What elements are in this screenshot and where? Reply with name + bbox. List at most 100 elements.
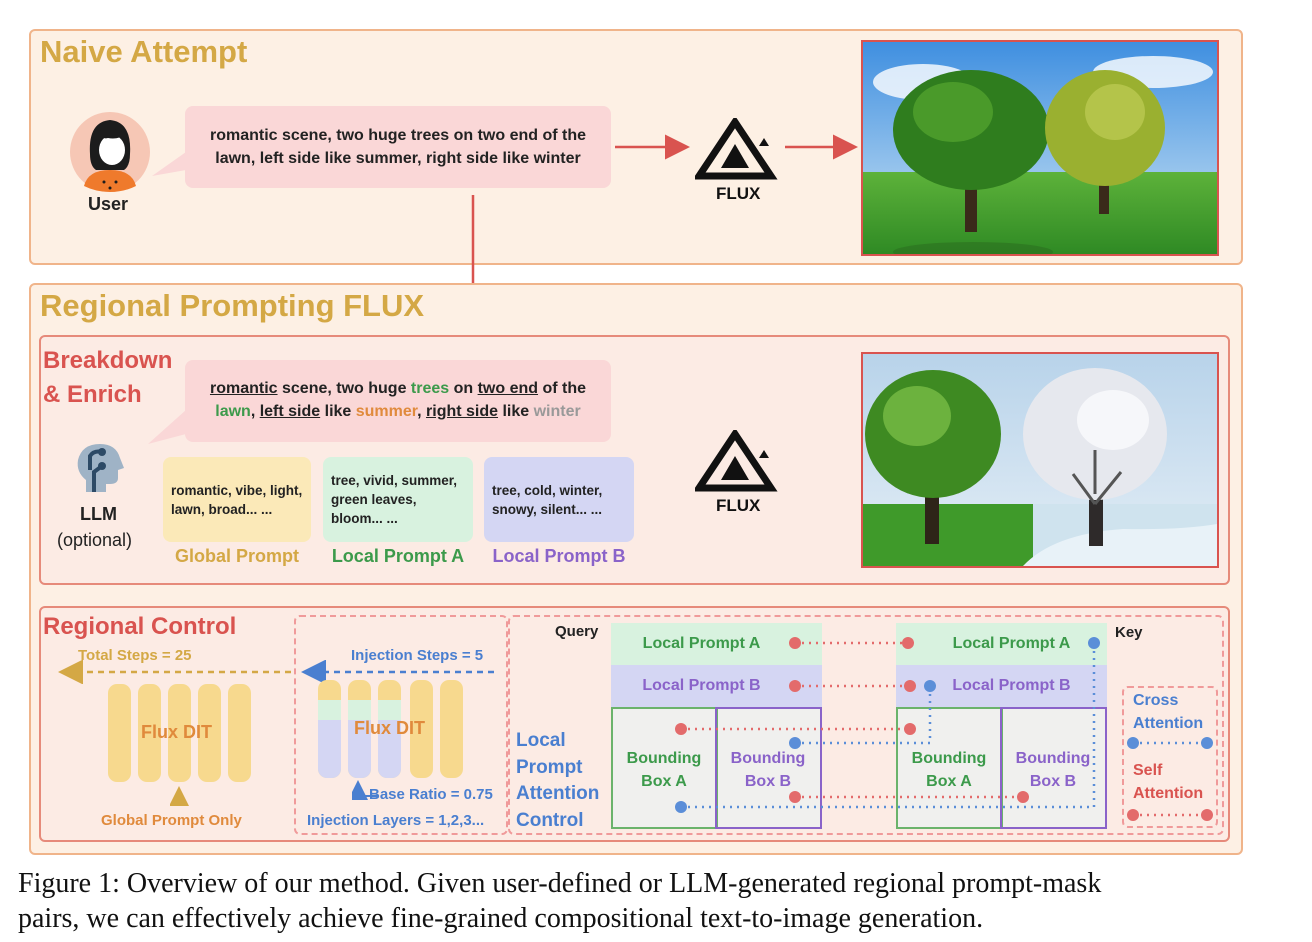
- legend-cross-sample: [1127, 737, 1213, 749]
- lpac-line3: Attention: [516, 783, 600, 804]
- global-prompt-card: romantic, vibe, light, lawn, broad... ..…: [163, 457, 311, 542]
- breakdown-title: Breakdown & Enrich: [43, 344, 172, 412]
- flux-label: FLUX: [716, 184, 761, 203]
- llm-head-icon: [72, 440, 128, 496]
- legend-cross-line1: Cross: [1133, 692, 1179, 709]
- user-avatar-icon: [68, 110, 152, 194]
- word-like2: like: [498, 403, 534, 420]
- local-prompt-b-label: Local Prompt B: [492, 546, 626, 566]
- user-label: User: [88, 194, 129, 214]
- word-two-end: two end: [477, 380, 539, 397]
- dit2-col-1: [318, 680, 341, 778]
- key-box-a-line1: Bounding: [911, 750, 987, 767]
- query-box-a-line1: Bounding: [626, 750, 702, 767]
- attention-region: [508, 615, 1224, 835]
- key-box-b-line1: Bounding: [1015, 750, 1091, 767]
- query-local-prompt-a: Local Prompt A: [611, 623, 822, 665]
- breakdown-title-line2: & Enrich: [43, 381, 142, 408]
- dit-col-1: [108, 684, 131, 782]
- word-romantic: romantic: [209, 380, 278, 397]
- dit-col-2: [138, 684, 161, 782]
- figure-caption: Figure 1: Overview of our method. Given …: [18, 866, 1298, 936]
- flux-regional-label: FLUX: [716, 496, 761, 515]
- regional-output-image: [861, 352, 1219, 568]
- caption-line2: pairs, we can effectively achieve fine-g…: [18, 903, 984, 934]
- flux-logo-icon: [692, 115, 779, 180]
- llm-label: LLM: [80, 504, 117, 524]
- word-of-the: of the: [538, 380, 587, 397]
- naive-bubble-tail: [152, 152, 186, 176]
- dit2-col-4: [410, 680, 433, 778]
- query-local-prompt-b: Local Prompt B: [611, 665, 822, 707]
- query-bounding-box-b: [715, 707, 822, 829]
- query-label: Query: [555, 623, 599, 640]
- local-prompt-a-label: Local Prompt A: [331, 546, 465, 566]
- regional-prompting-title: Regional Prompting FLUX: [40, 288, 425, 323]
- regional-control-title: Regional Control: [43, 613, 237, 640]
- word-comma1: ,: [250, 403, 260, 420]
- injection-layers-label: Injection Layers = 1,2,3...: [307, 812, 485, 829]
- query-bounding-box-a: [611, 707, 718, 829]
- injection-steps-arrow: [301, 660, 494, 684]
- dit2-col-2: [348, 680, 371, 778]
- enriched-bubble-tail: [148, 410, 186, 444]
- lpac-label: Local Prompt Attention Control: [516, 728, 599, 834]
- flux-logo-regional-icon: [692, 427, 779, 492]
- total-steps-arrow: [58, 660, 291, 684]
- query-box-b-line2: Box B: [744, 773, 792, 790]
- total-steps-label: Total Steps = 25: [78, 647, 192, 664]
- dit2-col-5: [440, 680, 463, 778]
- lpac-line4: Control: [516, 809, 584, 831]
- word-winter: winter: [533, 403, 581, 420]
- flux-dit-label-1: Flux DIT: [141, 722, 212, 742]
- legend-self-sample: [1127, 809, 1213, 821]
- base-ratio-arrow: [352, 780, 378, 800]
- word-summer: summer: [355, 403, 418, 420]
- dit-col-4: [198, 684, 221, 782]
- word-right-side: right side: [426, 403, 499, 420]
- word-trees: trees: [410, 380, 450, 397]
- base-ratio-label: Base Ratio = 0.75: [369, 786, 493, 803]
- dit2-col-3: [378, 680, 401, 778]
- key-label: Key: [1115, 624, 1143, 641]
- local-prompt-b-card: tree, cold, winter, snowy, silent... ...: [484, 457, 634, 542]
- query-box-b-line1: Bounding: [730, 750, 806, 767]
- naive-output-image: [861, 40, 1219, 256]
- injection-region: [294, 615, 508, 835]
- breakdown-title-line1: Breakdown: [43, 347, 173, 374]
- legend-cross-line2: Attention: [1133, 715, 1204, 732]
- local-prompt-a-card: tree, vivid, summer, green leaves, bloom…: [323, 457, 473, 542]
- naive-prompt-text: romantic scene, two huge trees on two en…: [209, 127, 587, 167]
- enriched-prompt-text: romantic scene, two huge trees on two en…: [210, 380, 586, 420]
- global-prompt-only-label: Global Prompt Only: [101, 812, 242, 829]
- naive-attempt-title: Naive Attempt: [40, 34, 248, 69]
- key-box-a-line2: Box A: [926, 773, 972, 790]
- llm-optional-label: (optional): [57, 530, 133, 550]
- global-only-arrow: [170, 786, 189, 806]
- injection-steps-label: Injection Steps = 5: [351, 647, 484, 664]
- word-lawn: lawn: [215, 403, 251, 420]
- word-left-side: left side: [259, 403, 321, 420]
- dit-col-3: [168, 684, 191, 782]
- key-bounding-box-b: [1000, 707, 1107, 829]
- word-like1: like: [320, 403, 356, 420]
- legend-self-line2: Attention: [1133, 785, 1204, 802]
- dit-col-5: [228, 684, 251, 782]
- flux-dit-label-2: Flux DIT: [354, 718, 425, 738]
- lpac-line1: Local: [516, 730, 566, 751]
- word-on: on: [449, 380, 478, 397]
- enriched-prompt-bubble: romantic scene, two huge trees on two en…: [185, 360, 611, 442]
- word-comma2: ,: [417, 403, 427, 420]
- key-box-b-line2: Box B: [1029, 773, 1077, 790]
- key-bounding-box-a: [896, 707, 1003, 829]
- naive-prompt-bubble: romantic scene, two huge trees on two en…: [185, 106, 611, 188]
- lpac-line2: Prompt: [516, 756, 583, 778]
- key-local-prompt-a: Local Prompt A: [896, 623, 1107, 665]
